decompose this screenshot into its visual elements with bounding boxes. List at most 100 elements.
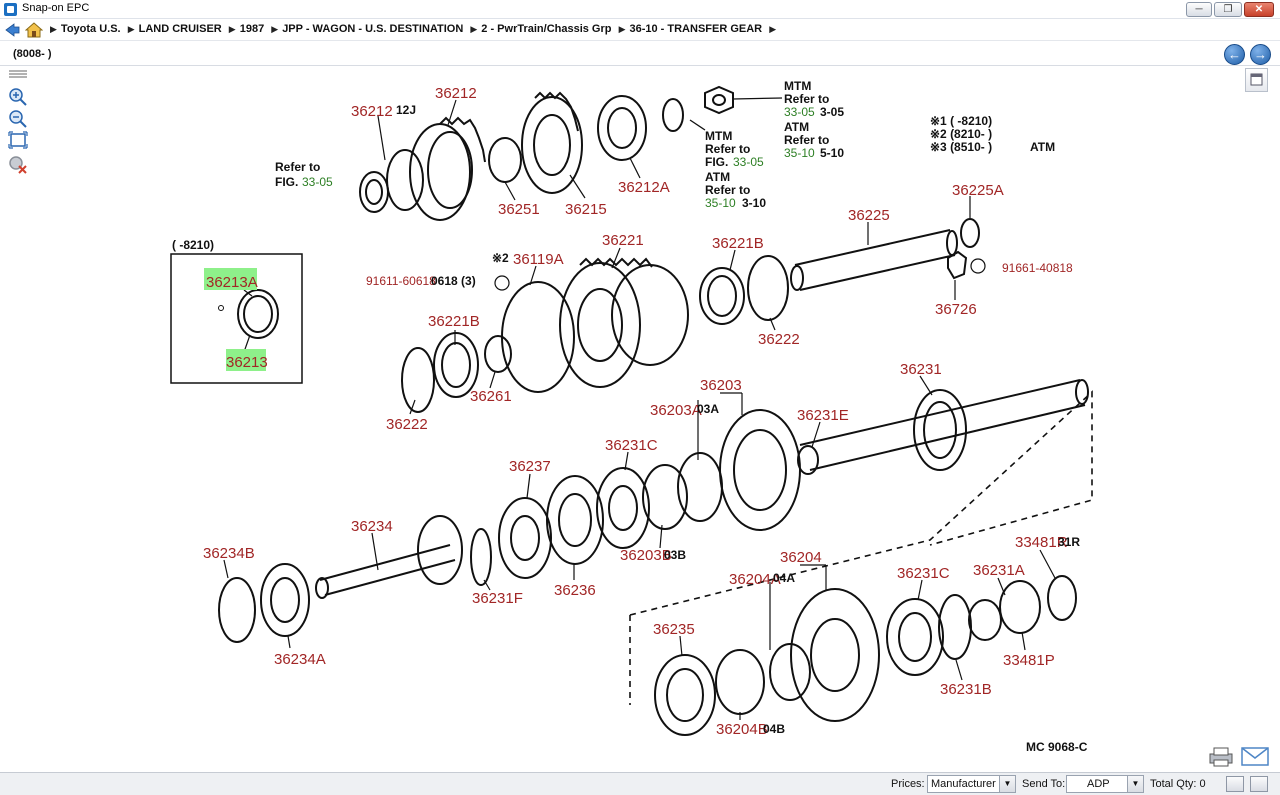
- zoom-out-icon[interactable]: [7, 108, 29, 128]
- callout-36231C-lower[interactable]: 36231C: [897, 565, 950, 582]
- breadcrumb-item-year[interactable]: 1987: [239, 23, 265, 35]
- panel-icon: [1250, 73, 1263, 86]
- zoom-in-icon[interactable]: [7, 86, 29, 106]
- clear-highlight-icon[interactable]: [7, 154, 29, 174]
- previous-page-button[interactable]: ←: [1224, 44, 1245, 65]
- callout-36213[interactable]: 36213: [226, 354, 268, 371]
- callout-36203B[interactable]: 36203B: [620, 547, 672, 564]
- prices-value: Manufacturer: [931, 778, 996, 790]
- legend-line: ※3 (8510- ): [930, 140, 992, 154]
- callout-36203A[interactable]: 36203A: [650, 402, 702, 419]
- callout-36212[interactable]: 36212: [435, 85, 477, 102]
- callout-36221[interactable]: 36221: [602, 232, 644, 249]
- callout-36222-lower[interactable]: 36222: [386, 416, 428, 433]
- callout-36119A[interactable]: 36119A: [513, 251, 564, 268]
- callout-36213A[interactable]: 36213A: [206, 274, 258, 291]
- callout-36231A[interactable]: 36231A: [973, 562, 1025, 579]
- panel-toggle-button[interactable]: [1245, 68, 1268, 92]
- chevron-down-icon: ▼: [1127, 776, 1143, 792]
- ref-text: ATM: [705, 170, 730, 184]
- fit-page-icon[interactable]: [7, 130, 29, 150]
- callout-36231B[interactable]: 36231B: [940, 681, 992, 698]
- callout-36231C-upper[interactable]: 36231C: [605, 437, 658, 454]
- callout-36221B-upper[interactable]: 36221B: [712, 235, 764, 252]
- ref-text: Refer to: [275, 160, 320, 174]
- maximize-button[interactable]: ❐: [1214, 2, 1242, 17]
- callout-36251[interactable]: 36251: [498, 201, 540, 218]
- ref-link-33-05[interactable]: 33-05: [784, 105, 815, 119]
- ref-text: MTM: [705, 129, 732, 143]
- callout-36231E[interactable]: 36231E: [797, 407, 849, 424]
- scan-label: 0618 (3): [431, 274, 476, 288]
- breadcrumb-item-model[interactable]: LAND CRUISER: [138, 23, 222, 35]
- breadcrumb-bar: ▶Toyota U.S. ▶LAND CRUISER ▶1987 ▶JPP - …: [0, 19, 1280, 41]
- ref-link-33-05[interactable]: 33-05: [733, 155, 764, 169]
- callout-36215[interactable]: 36215: [565, 201, 607, 218]
- ref-text: FIG.: [275, 175, 298, 189]
- callout-91611-60618[interactable]: 91611-60618: [366, 274, 436, 288]
- status-bar: Prices: Manufacturer ▼ Send To: ADP ▼ To…: [0, 772, 1280, 795]
- email-icon[interactable]: [1240, 745, 1270, 767]
- prices-label: Prices:: [891, 778, 925, 790]
- prices-dropdown[interactable]: Manufacturer ▼: [927, 775, 1016, 793]
- breadcrumb-item-group[interactable]: 2 - PwrTrain/Chassis Grp: [481, 23, 612, 35]
- ref-link-35-10[interactable]: 35-10: [705, 196, 736, 210]
- maximize-window-icon[interactable]: [1250, 776, 1268, 792]
- callout-36236[interactable]: 36236: [554, 582, 596, 599]
- back-arrow-icon[interactable]: [4, 22, 20, 38]
- callout-36235[interactable]: 36235: [653, 621, 695, 638]
- range-header: (8008- ) ← →: [0, 41, 1280, 66]
- callout-36726[interactable]: 36726: [935, 301, 977, 318]
- next-page-button[interactable]: →: [1250, 44, 1271, 65]
- chevron-down-icon: ▼: [999, 776, 1015, 792]
- callout-36234[interactable]: 36234: [351, 518, 393, 535]
- minimize-button[interactable]: ─: [1186, 2, 1212, 17]
- legend-line: ※1 ( -8210): [930, 114, 992, 128]
- callout-36221B-lower[interactable]: 36221B: [428, 313, 480, 330]
- scan-label: 04A: [773, 571, 795, 585]
- close-button[interactable]: ✕: [1244, 2, 1274, 17]
- inset-label: ( -8210): [172, 238, 214, 252]
- callout-36231F[interactable]: 36231F: [472, 590, 523, 607]
- sendto-value: ADP: [1087, 778, 1110, 790]
- ref-link-35-10[interactable]: 35-10: [784, 146, 815, 160]
- breadcrumb-item-section[interactable]: 36-10 - TRANSFER GEAR: [629, 23, 763, 35]
- scan-label: 31R: [1058, 535, 1080, 549]
- callout-36203[interactable]: 36203: [700, 377, 742, 394]
- callout-36225[interactable]: 36225: [848, 207, 890, 224]
- callout-36237[interactable]: 36237: [509, 458, 551, 475]
- callout-36204A[interactable]: 36204A: [729, 571, 781, 588]
- breadcrumb-item-make[interactable]: Toyota U.S.: [60, 23, 121, 35]
- highlight-36213A: [204, 268, 257, 290]
- print-icon[interactable]: [1206, 745, 1236, 767]
- callout-36222-upper[interactable]: 36222: [758, 331, 800, 348]
- restore-window-icon[interactable]: [1226, 776, 1244, 792]
- callout-33481R[interactable]: 33481R: [1015, 534, 1068, 551]
- legend-line: ※2 (8210- ): [930, 127, 992, 141]
- scan-label: 12J: [396, 103, 416, 117]
- ref-text: 3-05: [820, 105, 844, 119]
- callout-36212A[interactable]: 36212A: [618, 179, 670, 196]
- menu-grip-icon[interactable]: [7, 68, 29, 78]
- diagram-viewer[interactable]: 36212 36212 36251 36215 36212A 36225A 36…: [0, 66, 1270, 772]
- callout-36225A[interactable]: 36225A: [952, 182, 1004, 199]
- home-icon[interactable]: [25, 21, 43, 39]
- callout-36234A[interactable]: 36234A: [274, 651, 326, 668]
- chevron-right-icon: ▶: [228, 24, 236, 34]
- ref-text: Refer to: [784, 133, 829, 147]
- breadcrumb-item-variant[interactable]: JPP - WAGON - U.S. DESTINATION: [282, 23, 464, 35]
- ref-text: Refer to: [705, 183, 750, 197]
- callout-36261[interactable]: 36261: [470, 388, 512, 405]
- callout-36212-ring[interactable]: 36212: [351, 103, 393, 120]
- callout-91661-40818[interactable]: 91661-40818: [1002, 261, 1073, 275]
- callout-33481P[interactable]: 33481P: [1003, 652, 1055, 669]
- chevron-right-icon: ▶: [127, 24, 135, 34]
- sendto-dropdown[interactable]: ADP ▼: [1066, 775, 1144, 793]
- title-bar: Snap-on EPC ─ ❐ ✕: [0, 0, 1280, 19]
- scan-label: ※2: [492, 251, 509, 265]
- callout-36231[interactable]: 36231: [900, 361, 942, 378]
- callout-36204[interactable]: 36204: [780, 549, 822, 566]
- callout-36234B[interactable]: 36234B: [203, 545, 255, 562]
- callout-36204B[interactable]: 36204B: [716, 721, 768, 738]
- ref-link-33-05[interactable]: 33-05: [302, 175, 333, 189]
